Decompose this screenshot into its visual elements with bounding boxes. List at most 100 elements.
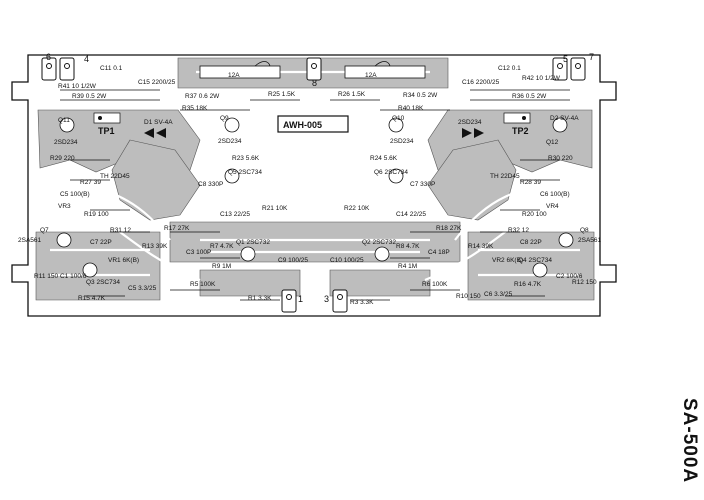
component-label: C4 18P bbox=[428, 249, 450, 256]
board-outline bbox=[11, 54, 617, 317]
component-label: C11 0.1 bbox=[100, 65, 123, 72]
component-label: C12 0.1 bbox=[498, 65, 521, 72]
component-label: C7 22P bbox=[90, 239, 112, 246]
component-label: R14 39K bbox=[468, 243, 494, 250]
component-label: 2SA561 bbox=[18, 237, 42, 244]
terminal-5: 5 bbox=[563, 54, 568, 64]
component-label: C13 22/25 bbox=[220, 211, 250, 218]
component-label: 2SD234 bbox=[218, 138, 242, 145]
component-label: R9 1M bbox=[212, 263, 231, 270]
component-label: 2SA561 bbox=[578, 237, 602, 244]
component-label: R6 100K bbox=[422, 281, 448, 288]
terminal-pads bbox=[41, 57, 586, 313]
component-label: 2SD234 bbox=[54, 139, 78, 146]
component-label: Q5 2SC734 bbox=[228, 169, 262, 176]
component-label: R12 150 bbox=[572, 279, 597, 286]
test-point-tp1 bbox=[93, 112, 121, 124]
component-label: C5 3.3/25 bbox=[128, 285, 157, 292]
component-label: R13 39K bbox=[142, 243, 168, 250]
fuse-left bbox=[199, 61, 281, 79]
component-label: R5 100K bbox=[190, 281, 216, 288]
component-label: R16 4.7K bbox=[514, 281, 542, 288]
component-label: R24 5.6K bbox=[370, 155, 398, 162]
component-label: R42 10 1/2W bbox=[522, 75, 561, 82]
board-id: AWH-005 bbox=[283, 120, 322, 130]
component-label: C1 100/6 bbox=[60, 273, 87, 280]
component-label: R34 0.5 2W bbox=[403, 92, 438, 99]
component-label: R32 12 bbox=[508, 227, 529, 234]
component-label: D2 SV-4A bbox=[550, 115, 579, 122]
component-label: R41 10 1/2W bbox=[58, 83, 97, 90]
component-label: Q11 bbox=[58, 117, 70, 124]
terminal-1: 1 bbox=[298, 294, 303, 304]
terminal-3: 3 bbox=[324, 294, 329, 304]
board-id-box bbox=[277, 115, 349, 133]
component-label: R25 1.5K bbox=[268, 91, 296, 98]
component-label: R21 10K bbox=[262, 205, 288, 212]
test-point-tp2 bbox=[503, 112, 531, 124]
component-label: C5 100(B) bbox=[60, 191, 90, 198]
component-wiring bbox=[60, 89, 570, 301]
component-label: VR3 bbox=[58, 203, 71, 210]
component-labels: R41 10 1/2W R39 0.5 2W C11 0.1 C15 2200/… bbox=[18, 65, 602, 306]
component-label: D1 SV-4A bbox=[144, 119, 173, 126]
component-label: R3 3.3K bbox=[350, 299, 374, 306]
component-label: TH 22D45 bbox=[100, 173, 130, 180]
component-label: R26 1.5K bbox=[338, 91, 366, 98]
component-label: VR1 6K(B) bbox=[108, 257, 139, 264]
terminal-4: 4 bbox=[84, 54, 89, 64]
component-label: C16 2200/25 bbox=[462, 79, 500, 86]
model-number: SA-500A bbox=[679, 398, 700, 484]
component-label: R19 100 bbox=[84, 211, 109, 218]
component-label: R1 3.3K bbox=[248, 295, 272, 302]
component-label: VR4 bbox=[546, 203, 559, 210]
component-label: R23 5.6K bbox=[232, 155, 260, 162]
component-label: R35 18K bbox=[182, 105, 208, 112]
fuse-right bbox=[344, 61, 426, 79]
component-label: R17 27K bbox=[164, 225, 190, 232]
component-label: Q3 2SC734 bbox=[86, 279, 120, 286]
component-label: C7 330P bbox=[410, 181, 435, 188]
component-label: C3 100P bbox=[186, 249, 211, 256]
diode-d1 bbox=[144, 128, 166, 138]
component-label: 2SD234 bbox=[458, 119, 482, 126]
component-label: R20 100 bbox=[522, 211, 547, 218]
component-label: R22 10K bbox=[344, 205, 370, 212]
terminal-6: 6 bbox=[46, 52, 51, 62]
component-label: R29 220 bbox=[50, 155, 75, 162]
component-label: R36 0.5 2W bbox=[512, 93, 547, 100]
component-label: C14 22/25 bbox=[396, 211, 426, 218]
component-label: R39 0.5 2W bbox=[72, 93, 107, 100]
component-label: Q6 2SC734 bbox=[374, 169, 408, 176]
component-label: R18 27K bbox=[436, 225, 462, 232]
component-label: C6 100(B) bbox=[540, 191, 570, 198]
component-label: Q12 bbox=[546, 139, 559, 146]
component-label: Q1 2SC732 bbox=[236, 239, 270, 246]
terminal-7: 7 bbox=[589, 52, 594, 62]
component-label: Q7 bbox=[40, 227, 49, 234]
component-label: R37 0.6 2W bbox=[185, 93, 220, 100]
transistor-footprints bbox=[56, 117, 574, 278]
component-label: R28 39 bbox=[520, 179, 541, 186]
component-label: R31 12 bbox=[110, 227, 131, 234]
component-label: R40 18K bbox=[398, 105, 424, 112]
component-label: R7 4.7K bbox=[210, 243, 234, 250]
component-label: C6 3.3/25 bbox=[484, 291, 513, 298]
component-label: 2SD234 bbox=[390, 138, 414, 145]
component-label: Q10 bbox=[392, 115, 405, 122]
component-label: C9 100/25 bbox=[278, 257, 308, 264]
component-label: C8 22P bbox=[520, 239, 542, 246]
component-label: R27 39 bbox=[80, 179, 101, 186]
fuse-left-label: 12A bbox=[228, 72, 240, 79]
component-label: C2 100/6 bbox=[556, 273, 583, 280]
component-label: Q4 2SC734 bbox=[518, 257, 552, 264]
component-label: TH 22D45 bbox=[490, 173, 520, 180]
tp1-label: TP1 bbox=[98, 126, 115, 136]
fuse-right-label: 12A bbox=[365, 72, 377, 79]
component-label: Q2 2SC732 bbox=[362, 239, 396, 246]
component-label: R30 220 bbox=[548, 155, 573, 162]
component-label: R10 150 bbox=[456, 293, 481, 300]
component-label: C10 100/25 bbox=[330, 257, 364, 264]
component-label: Q9 bbox=[220, 115, 229, 122]
